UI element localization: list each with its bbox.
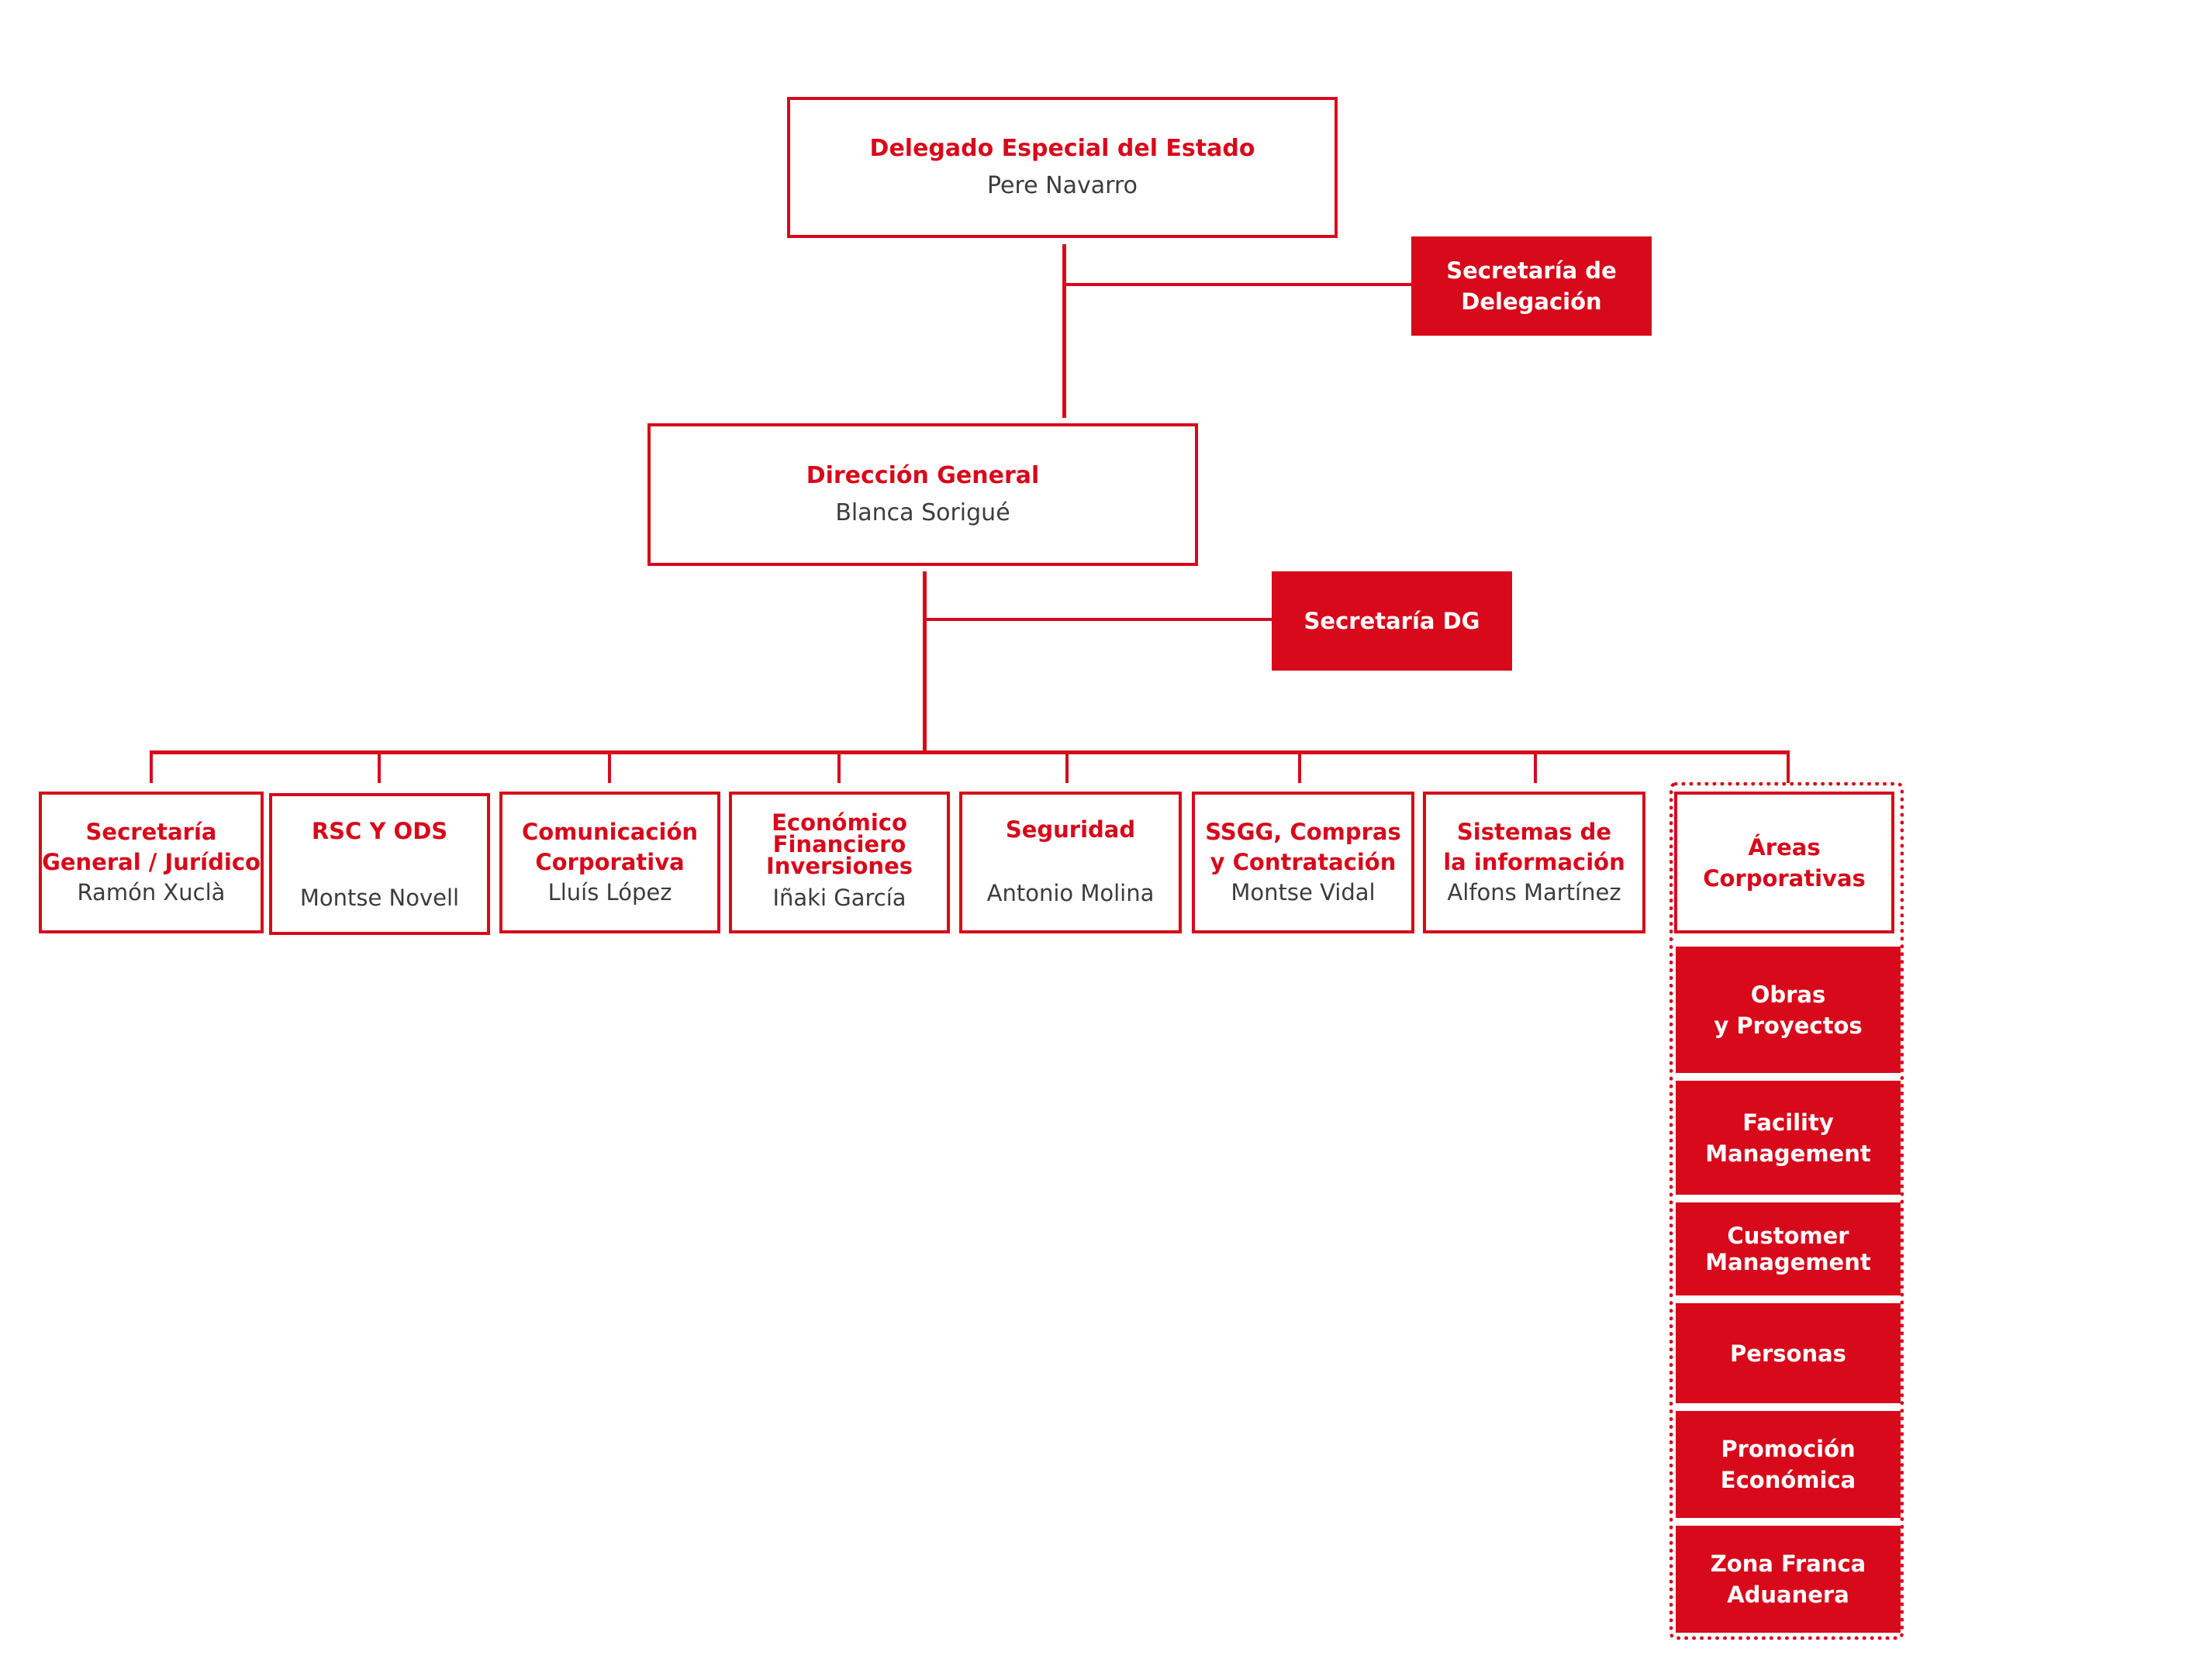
dept-seguridad: Seguridad Antonio Molina (959, 792, 1182, 933)
connector-drop-7 (1534, 750, 1537, 783)
connector-dg-vertical (923, 571, 927, 752)
area-label: Personas (1730, 1340, 1846, 1367)
dept-title: SSGG, Compras y Contratación (1205, 819, 1401, 875)
direccion-name: Blanca Sorigué (835, 499, 1010, 526)
delegado-box: Delegado Especial del Estado Pere Navarr… (787, 97, 1338, 238)
connector-secretaria-dg (924, 618, 1272, 621)
area-obras: Obras y Proyectos (1676, 947, 1901, 1073)
dept-secretaria-general: Secretaría General / Jurídico Ramón Xucl… (39, 792, 264, 933)
area-label: Customer Management (1705, 1223, 1871, 1275)
secretaria-dg-box: Secretaría DG (1272, 571, 1512, 671)
connector-drop-5 (1065, 750, 1069, 783)
delegado-title: Delegado Especial del Estado (869, 135, 1255, 162)
dept-name: Antonio Molina (986, 880, 1155, 906)
dept-rsc-ods: RSC Y ODS Montse Novell (269, 793, 490, 935)
dept-ssgg: SSGG, Compras y Contratación Montse Vida… (1192, 792, 1414, 933)
direccion-general-box: Dirección General Blanca Sorigué (647, 423, 1198, 566)
dept-title: RSC Y ODS (311, 818, 448, 844)
dept-name: Montse Vidal (1231, 879, 1376, 906)
areas-corporativas-header: Áreas Corporativas (1674, 792, 1894, 933)
area-zona-franca: Zona Franca Aduanera (1676, 1526, 1901, 1633)
dept-name: Iñaki García (772, 885, 906, 911)
areas-corporativas-group (1670, 782, 1904, 1640)
connector-departments-bar (150, 750, 1790, 754)
dept-comunicacion: Comunicación Corporativa Lluís López (499, 792, 720, 933)
areas-title: Áreas Corporativas (1703, 833, 1866, 892)
connector-secretaria-delegacion (1064, 283, 1411, 286)
area-label: Obras y Proyectos (1714, 981, 1863, 1039)
dept-economico: Económico Financiero Inversiones Iñaki G… (729, 792, 950, 933)
dept-title: Comunicación Corporativa (521, 819, 699, 875)
direccion-title: Dirección General (806, 462, 1040, 489)
area-label: Promoción Económica (1720, 1436, 1856, 1493)
area-personas: Personas (1676, 1303, 1901, 1403)
dept-name: Montse Novell (299, 885, 460, 911)
dept-name: Lluís López (547, 879, 672, 906)
dept-name: Ramón Xuclà (77, 879, 226, 906)
dept-title: Sistemas de la información (1443, 819, 1625, 875)
dept-title: Secretaría General / Jurídico (42, 819, 261, 875)
connector-drop-4 (837, 750, 841, 783)
secretaria-delegacion-box: Secretaría de Delegación (1411, 236, 1652, 336)
connector-top-vertical (1062, 244, 1066, 418)
connector-drop-1 (150, 750, 153, 783)
area-facility: Facility Management (1676, 1081, 1901, 1195)
dept-sistemas: Sistemas de la información Alfons Martín… (1423, 792, 1645, 933)
connector-drop-3 (608, 750, 611, 783)
connector-drop-8 (1787, 750, 1790, 783)
area-promocion: Promoción Económica (1676, 1411, 1901, 1518)
connector-drop-2 (378, 750, 381, 783)
secretaria-dg-label: Secretaría DG (1303, 608, 1480, 634)
area-label: Zona Franca Aduanera (1710, 1551, 1866, 1608)
secretaria-delegacion-label: Secretaría de Delegación (1446, 257, 1617, 315)
connector-drop-6 (1298, 750, 1301, 783)
dept-title: Seguridad (1005, 816, 1136, 843)
dept-name: Alfons Martínez (1447, 879, 1621, 906)
area-customer: Customer Management (1676, 1202, 1901, 1295)
dept-title: Económico Financiero Inversiones (765, 809, 913, 879)
delegado-name: Pere Navarro (987, 172, 1138, 199)
area-label: Facility Management (1705, 1109, 1871, 1167)
